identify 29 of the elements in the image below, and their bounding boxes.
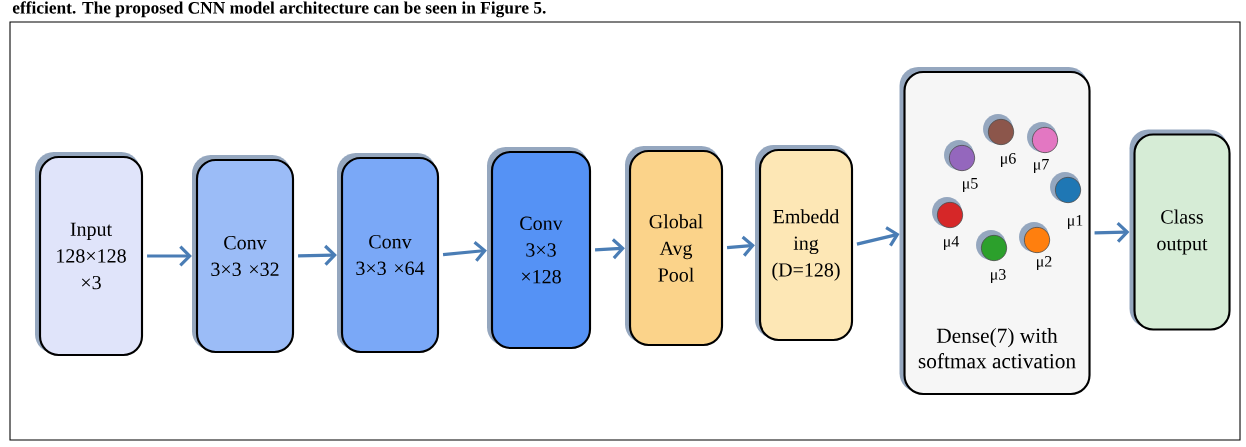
neuron-circle: [1027, 122, 1059, 154]
neuron-label: μ4: [944, 236, 960, 250]
layer-box: Conv 3×3 ×128: [487, 147, 592, 350]
arrow: [147, 245, 192, 267]
neuron-label: μ5: [963, 178, 978, 192]
neuron-circle: [944, 140, 976, 172]
neuron-circle: [983, 114, 1015, 146]
neuron-circle: [1050, 172, 1082, 204]
layer-box: Conv 3×3 ×64: [337, 153, 440, 354]
arrow: [595, 238, 625, 260]
layer-box: Conv 3×3 ×32: [192, 155, 295, 354]
layer-box: Embedd ing (D=128): [755, 145, 854, 342]
neuron-label: μ7: [1034, 159, 1049, 173]
neuron-circle: [932, 197, 964, 229]
text-line: efficient. The proposed CNN model architecture can be seen in Figure 5.: [12, 1, 546, 18]
neuron-circle: [976, 230, 1008, 262]
neuron-circle: [1019, 222, 1051, 254]
arrow: [1094, 221, 1130, 243]
layer-box: Global Avg Pool: [625, 146, 724, 347]
arrow: [298, 244, 337, 266]
neuron-label: μ3: [991, 269, 1006, 283]
output-box: Class output: [1129, 129, 1231, 331]
arrow: [856, 226, 900, 247]
arrow: [442, 240, 487, 262]
input-box: Input 128×128 ×3: [35, 152, 144, 357]
neuron-label: μ2: [1037, 256, 1052, 270]
neuron-label: μ6: [1001, 153, 1016, 167]
arrow: [726, 235, 755, 257]
neuron-label: μ1: [1068, 215, 1083, 229]
